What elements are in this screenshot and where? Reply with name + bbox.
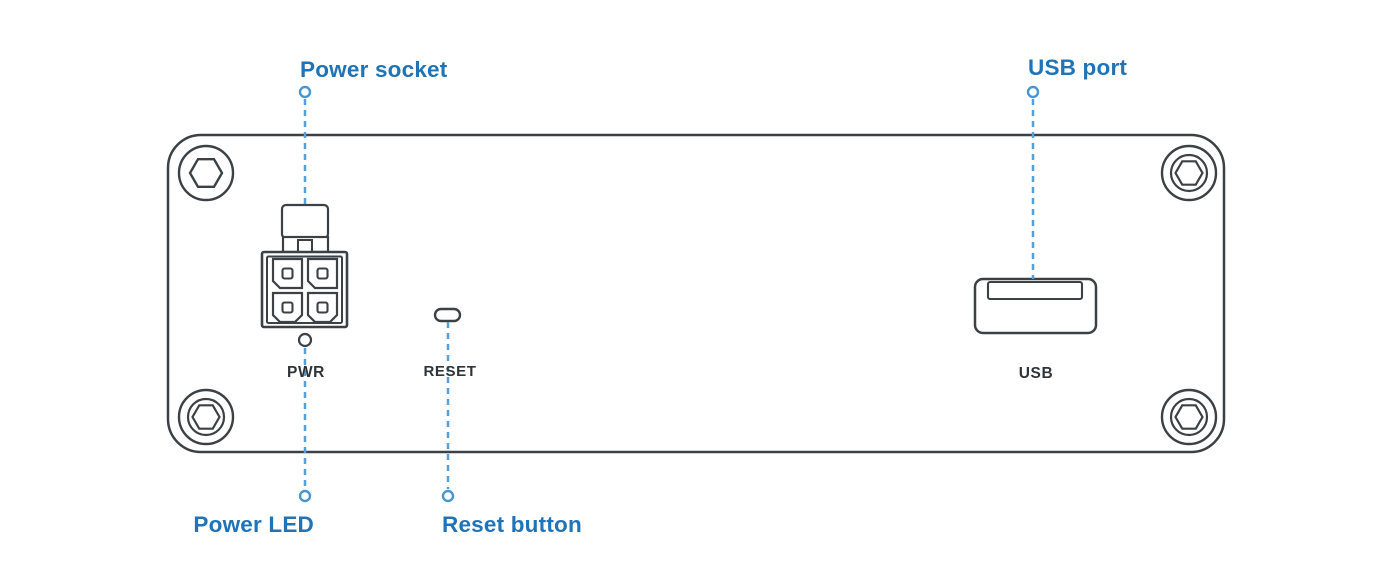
leader-dot-power-led — [298, 489, 312, 503]
leader-dot-reset-button — [441, 489, 455, 503]
usb-port-connector-icon — [973, 277, 1098, 335]
reset-hole-icon — [433, 307, 462, 323]
panel-label-reset: RESET — [423, 363, 476, 380]
callout-usb-port: USB port — [1028, 55, 1127, 80]
screw-bottom-left-icon — [177, 388, 235, 446]
callout-power-socket: Power socket — [300, 57, 448, 82]
callout-reset-button: Reset button — [442, 512, 582, 537]
leader-dot-usb-port — [1026, 85, 1040, 99]
callout-power-led: Power LED — [193, 512, 314, 537]
power-socket-connector-icon — [260, 203, 349, 329]
power-led-indicator-icon — [297, 332, 313, 348]
screw-top-right-icon — [1160, 144, 1218, 202]
device-panel-outline — [166, 133, 1226, 454]
leader-dot-power-socket — [298, 85, 312, 99]
screw-bottom-right-icon — [1160, 388, 1218, 446]
screw-top-left-icon — [177, 144, 235, 202]
panel-label-pwr: PWR — [287, 364, 325, 381]
panel-label-usb: USB — [1019, 365, 1054, 382]
